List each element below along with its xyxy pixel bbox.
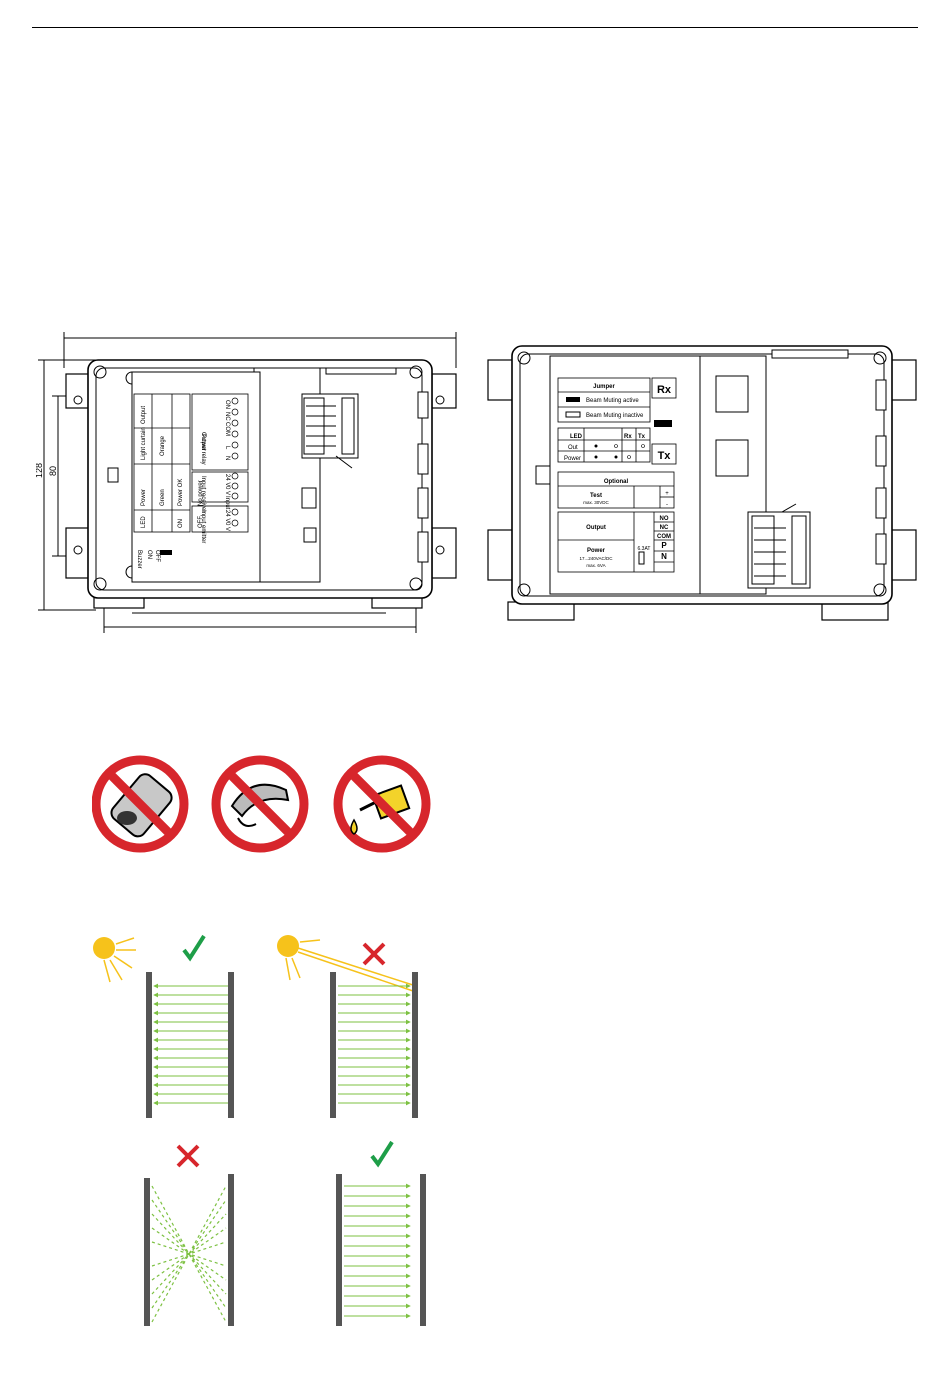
scenario-aligned bbox=[336, 1140, 426, 1326]
led-power-r: Power bbox=[564, 456, 581, 462]
scenario-misaligned bbox=[144, 1144, 234, 1326]
led-no-power: No power bbox=[198, 480, 204, 506]
led-col-light: Light curtain bbox=[141, 427, 147, 460]
term-nc: NC bbox=[224, 412, 230, 421]
test-label: Test bbox=[590, 493, 602, 499]
led-tx: Tx bbox=[638, 434, 646, 440]
term-l: L bbox=[224, 446, 230, 450]
output-com: COM bbox=[657, 534, 671, 540]
sun-icon bbox=[93, 937, 136, 983]
no-high-pressure-cleaning-icon bbox=[92, 755, 189, 853]
dim-80: 80 bbox=[48, 466, 58, 476]
power-fuse: 6.3AT bbox=[638, 546, 651, 552]
term-0v: 0 V bbox=[224, 486, 230, 495]
term-0v-b: 0 V bbox=[224, 522, 230, 531]
term-input: Input bbox=[224, 496, 230, 510]
led-power-ok: Power OK bbox=[178, 479, 184, 506]
term-com: COM bbox=[224, 422, 230, 436]
curtain-bar bbox=[330, 972, 336, 1118]
led-on: ON bbox=[178, 519, 184, 528]
led-header: LED bbox=[141, 516, 147, 528]
power-p: P bbox=[661, 541, 667, 550]
output-header: Output bbox=[586, 525, 606, 531]
term-24v-b: 24 V bbox=[224, 510, 230, 522]
output-nc: NC bbox=[660, 525, 669, 531]
led-header-r: LED bbox=[570, 434, 583, 440]
installation-scenarios bbox=[93, 934, 426, 1326]
power-n: N bbox=[661, 552, 667, 561]
check-icon bbox=[182, 934, 206, 962]
led-orange: Orange bbox=[160, 435, 166, 456]
no-cleaning-cloth-icon bbox=[211, 755, 309, 853]
output-no: NO bbox=[660, 516, 669, 522]
jumper-header: Jumper bbox=[593, 384, 615, 390]
led-rx: Rx bbox=[624, 434, 632, 440]
led-col-power: Power bbox=[141, 489, 147, 506]
term-on: ON bbox=[224, 400, 230, 409]
term-n: N bbox=[224, 456, 230, 460]
term-input-receiver: Input receiver bbox=[200, 476, 206, 512]
power-header: Power bbox=[587, 548, 606, 554]
led-off: OFF bbox=[198, 516, 204, 528]
curtain-bar bbox=[228, 972, 234, 1118]
buzzer-on: ON bbox=[146, 550, 152, 559]
curtain-bar bbox=[144, 1178, 150, 1326]
power-spec1: 17...240VAC/DC bbox=[580, 556, 614, 561]
term-input-emitter: Input emitter bbox=[200, 510, 206, 543]
led-col-output: Output bbox=[141, 406, 147, 424]
emitter-housing-right: Jumper Beam Muting active Beam Muting in… bbox=[487, 345, 917, 621]
curtain-bar bbox=[336, 1174, 342, 1326]
led-out: Out bbox=[568, 445, 578, 451]
term-power: Power bbox=[200, 434, 206, 451]
no-oil-icon bbox=[333, 755, 431, 853]
scenario-sun-bad bbox=[277, 935, 418, 1118]
buzzer-label: Buzzer bbox=[136, 550, 142, 569]
header-rule bbox=[32, 27, 918, 28]
curtain-bar bbox=[146, 972, 152, 1118]
term-24v: 24 V bbox=[224, 474, 230, 486]
cross-icon bbox=[362, 942, 386, 966]
led-green: Green bbox=[160, 489, 166, 506]
sun-icon bbox=[277, 935, 417, 993]
buzzer-switch bbox=[160, 550, 172, 555]
test-minus: - bbox=[666, 502, 668, 508]
curtain-bar bbox=[412, 972, 418, 1118]
test-sub: max. 30VDC bbox=[583, 500, 609, 505]
term-relay: Output relay bbox=[200, 432, 206, 465]
prohibition-icons bbox=[92, 755, 431, 853]
tx-label: Tx bbox=[658, 450, 672, 462]
cross-icon bbox=[176, 1144, 200, 1168]
check-icon bbox=[370, 1140, 394, 1168]
dim-128: 128 bbox=[36, 463, 44, 478]
curtain-bar bbox=[228, 1174, 234, 1326]
buzzer-off: OFF bbox=[154, 550, 160, 562]
scenario-sun-ok bbox=[93, 934, 234, 1118]
receiver-housing-left: 128 80 bbox=[36, 332, 457, 633]
jumper-active: Beam Muting active bbox=[586, 398, 639, 404]
optional-header: Optional bbox=[604, 479, 629, 485]
power-spec2: max. 6VA bbox=[586, 563, 605, 568]
test-plus: + bbox=[665, 491, 669, 497]
curtain-bar bbox=[420, 1174, 426, 1326]
rx-label: Rx bbox=[657, 384, 672, 396]
jumper-inactive: Beam Muting inactive bbox=[586, 413, 644, 419]
